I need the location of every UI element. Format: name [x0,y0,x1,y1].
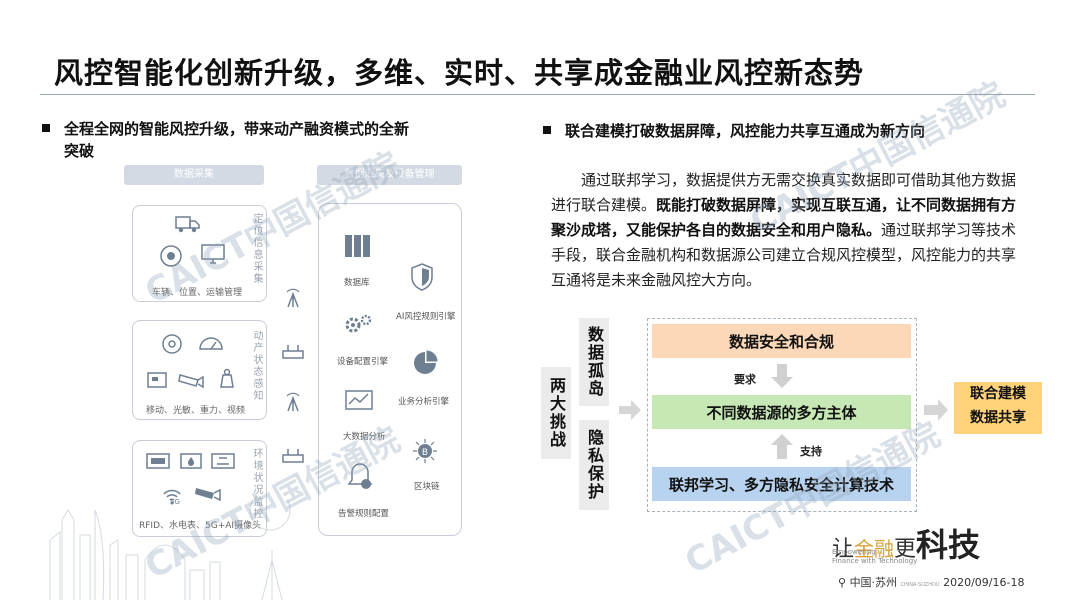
para-part-1: 通过联邦学习，数据提供方无需交换真实数据即可借助其他方数据进行联合建模。 [551,171,1017,214]
ai-camera-icon [193,482,223,504]
brand-english: Empowering Finance with Technology [832,548,917,566]
device-engine-label: 设备配置引擎 [337,357,389,367]
page-title: 风控智能化创新升级，多维、实时、共享成金融业风控新态势 [54,56,865,90]
bullet-square-icon [543,126,551,134]
bullet-square-icon [42,124,50,132]
security-compliance-bar: 数据安全和合规 [652,324,911,358]
alert-config-icon [346,462,374,492]
alert-config-label: 告警规则配置 [338,509,390,519]
requires-label: 要求 [734,373,756,386]
brand-text-d: 科技 [916,526,981,564]
group-environment-label: 环境状况监控 [251,448,262,520]
blockchain-icon: B [410,436,440,466]
left-bullet-line2: 突破 [64,142,95,160]
challenge-box: 两大挑战 [541,367,571,459]
header-data-aggregation: 数据汇集及设备管理 [317,165,462,185]
antenna-icon [283,392,303,416]
location-small-text: CHINA·SUZHOU [900,582,940,588]
biz-engine-label: 业务分析引擎 [398,397,450,407]
outcome-box: 联合建模 数据共享 [954,382,1042,434]
database-icon [343,232,371,260]
blockchain-label: 区块链 [414,482,440,492]
brand-text-b: 金融 [854,537,895,561]
weight-icon [216,366,238,390]
supports-label: 支持 [800,445,822,458]
arrow-up-icon [771,434,793,459]
data-silo-box: 数据孤岛 [579,318,609,406]
risk-engine-label: AI风控规则引擎 [396,312,456,322]
camera-icon [177,370,207,390]
para-part-2-emphasis: 既能打破数据屏障，实现互联互通，让不同数据拥有方聚沙成塔，又能保护各自的数据安全… [551,196,1017,239]
monitor-icon [200,243,226,265]
pie-chart-icon [410,348,440,378]
group-positioning-caption: 车辆、位置、运输管理 [152,288,243,298]
arrow-down-icon [771,364,793,388]
body-paragraph: 通过联邦学习，数据提供方无需交换真实数据即可借助其他方数据进行联合建模。既能打破… [551,168,1021,293]
brand-text-a: 让 [832,537,855,562]
location-pin-icon: ⚲ [838,576,847,589]
group-state-sensing-caption: 移动、光敏、重力、视频 [146,406,246,416]
management-panel [318,203,462,536]
brand-en-line2: Finance with Technology [832,557,918,565]
svg-text:B: B [422,448,428,458]
electric-meter-icon [211,452,235,470]
brand-text-c: 更 [894,537,917,562]
group-environment-caption: RFID、水电表、5G+AI摄像头 [139,521,262,531]
right-bullet-text: 联合建模打破数据屏障，风控能力共享互通成为新方向 [565,122,926,140]
privacy-box: 隐私保护 [579,420,609,510]
group-environment [132,440,267,537]
event-date: 2020/09/16-18 [943,576,1025,589]
brand-logo: 让金融更科技 Empowering Finance with Technolog… [832,520,1022,570]
arrow-right-icon [924,399,948,421]
database-label: 数据库 [344,278,370,288]
water-meter-icon [180,452,202,470]
left-bullet-line1: 全程全网的智能风控升级，带来动产融资模式的全新 [64,120,410,138]
gears-icon [342,310,374,342]
arrow-right-icon [619,400,641,420]
truck-icon [175,213,201,235]
para-part-3: 通过联邦学习等技术手段，联合金融机构和数据源公司建立合规风控模型，风控能力的共享… [551,221,1017,289]
location-text: 中国·苏州 [849,576,898,589]
fiveg-badge: 5G [170,498,180,506]
header-data-collection: 数据采集 [124,165,264,185]
bigdata-label: 大数据分析 [343,432,386,442]
multi-party-bar: 不同数据源的多方主体 [652,395,911,429]
group-positioning-label: 定位信息采集 [251,213,262,285]
gauge-icon [198,332,224,352]
scale-icon [146,370,168,390]
group-state-sensing [132,320,267,420]
group-positioning [132,205,267,302]
router-icon [282,447,304,467]
skyline-decoration [49,500,291,600]
shield-icon [408,262,436,292]
sensor-icon [160,332,184,356]
rfid-icon [146,452,170,470]
federated-tech-bar: 联邦学习、多方隐私安全计算技术 [652,467,911,501]
outcome-line1: 联合建模 [970,386,1026,402]
group-state-sensing-label: 动产状态感知 [251,330,262,402]
event-meta: ⚲ 中国·苏州 CHINA·SUZHOU 2020/09/16-18 [838,574,1024,590]
title-divider [40,94,1035,95]
router-icon [282,343,304,363]
left-bullet: 全程全网的智能风控升级，带来动产融资模式的全新 突破 [42,118,502,162]
diagram-frame [647,318,917,512]
bigdata-icon [344,388,374,414]
brand-en-line1: Empowering [832,548,876,556]
outcome-line2: 数据共享 [970,410,1026,426]
antenna-icon [283,288,303,312]
location-icon [158,243,184,269]
wifi-icon [160,484,184,508]
right-bullet: 联合建模打破数据屏障，风控能力共享互通成为新方向 [543,120,1033,142]
